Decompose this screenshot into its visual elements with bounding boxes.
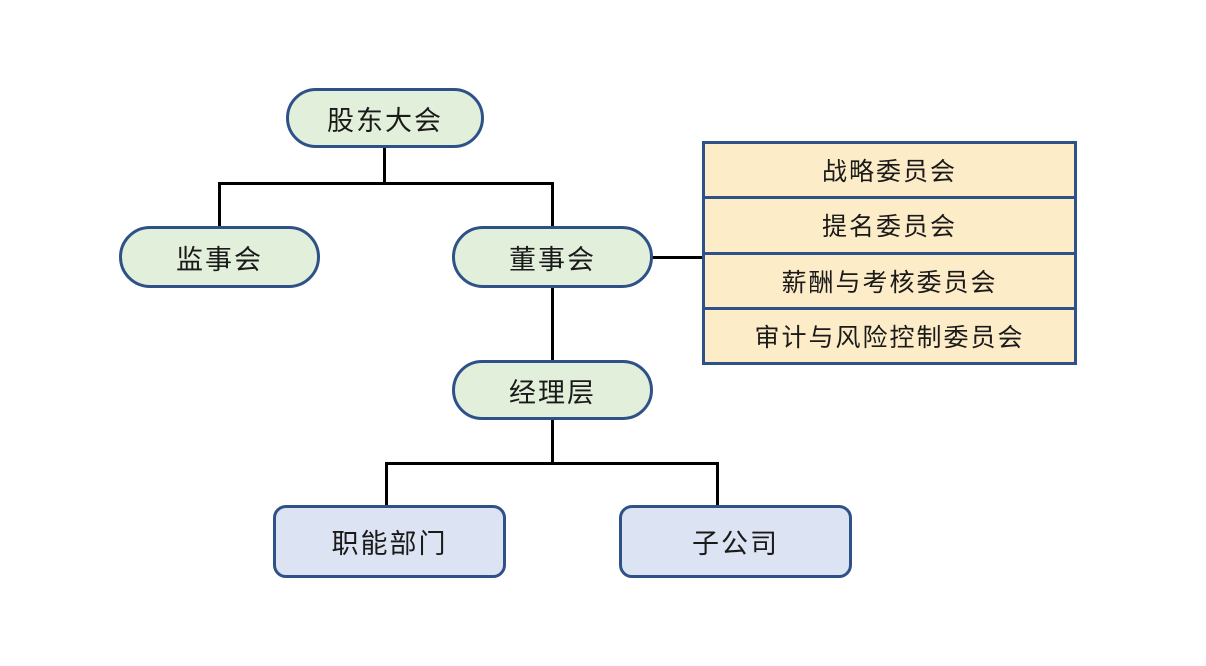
connector-to-board-of-directors <box>551 182 554 228</box>
committee-row-audit-risk-control[interactable]: 审计与风险控制委员会 <box>705 309 1074 362</box>
connector-level3-bar <box>385 462 719 465</box>
connector-shareholders-down <box>383 147 386 184</box>
connector-management-down <box>551 419 554 464</box>
node-supervisory-board[interactable]: 监事会 <box>119 226 320 288</box>
connector-to-functional-departments <box>385 462 388 507</box>
committee-row-remuneration-assessment[interactable]: 薪酬与考核委员会 <box>705 254 1074 310</box>
node-functional-departments[interactable]: 职能部门 <box>273 505 506 578</box>
committee-row-nomination[interactable]: 提名委员会 <box>705 199 1074 255</box>
node-management-layer[interactable]: 经理层 <box>452 360 653 420</box>
connector-board-to-management <box>551 288 554 362</box>
node-subsidiary[interactable]: 子公司 <box>619 505 852 578</box>
node-board-of-directors[interactable]: 董事会 <box>452 226 653 288</box>
node-shareholders-meeting[interactable]: 股东大会 <box>286 88 484 148</box>
connector-level1-bar <box>218 182 554 185</box>
committee-row-strategy[interactable]: 战略委员会 <box>705 144 1074 200</box>
connector-board-to-committees <box>652 256 704 259</box>
connector-to-supervisory-board <box>218 182 221 228</box>
connector-to-subsidiary <box>716 462 719 507</box>
committee-table: 战略委员会 提名委员会 薪酬与考核委员会 审计与风险控制委员会 <box>702 141 1077 365</box>
